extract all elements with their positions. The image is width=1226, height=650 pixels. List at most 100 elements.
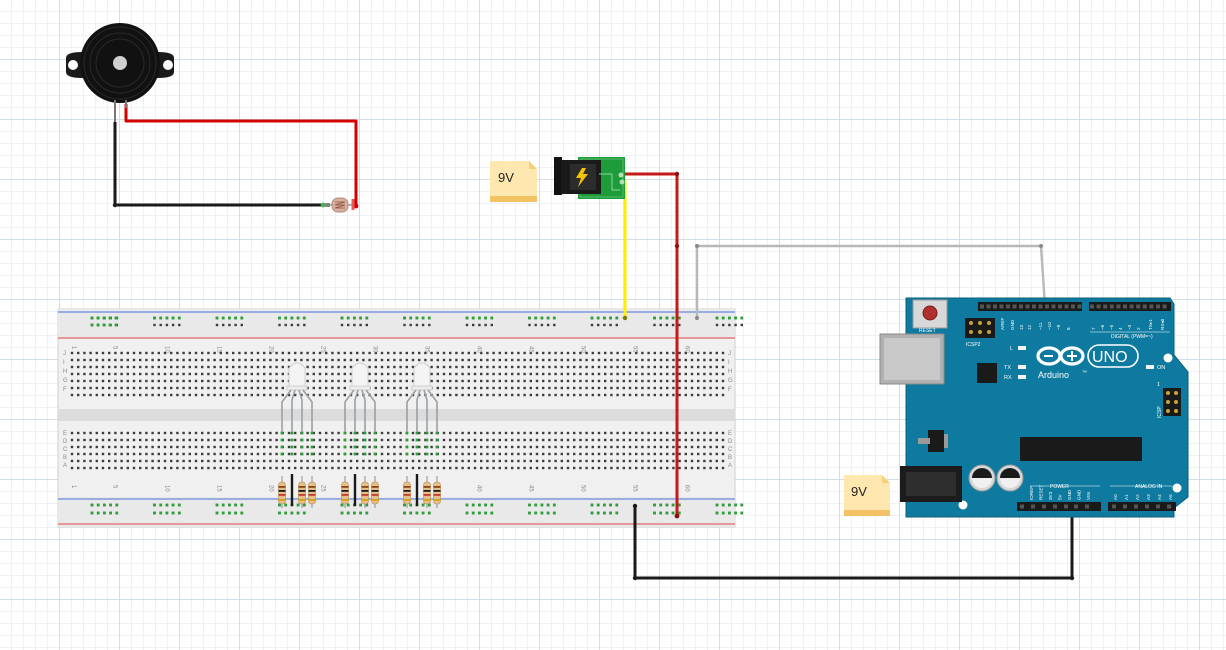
connected-hole	[159, 503, 163, 507]
resistor[interactable]	[423, 476, 431, 508]
breadboard-hole	[306, 358, 309, 362]
resistor[interactable]	[298, 476, 306, 508]
breadboard-hole	[337, 445, 340, 449]
rgb-led-2[interactable]	[344, 362, 376, 432]
connected-hole	[471, 511, 475, 515]
breadboard-hole	[535, 379, 539, 383]
breadboard-hole	[709, 431, 712, 435]
wire-junctions	[112, 171, 1075, 581]
breadboard-hole	[523, 452, 526, 456]
breadboard-hole	[666, 358, 669, 362]
connected-hole	[435, 431, 439, 435]
breadboard-hole	[250, 372, 253, 376]
connected-hole	[715, 316, 719, 320]
breadboard-hole	[690, 351, 694, 355]
breadboard-hole	[461, 431, 464, 435]
connected-hole	[353, 511, 356, 515]
breadboard-hole	[666, 386, 669, 390]
breadboard-hole	[511, 372, 514, 376]
breadboard-hole	[89, 431, 92, 435]
resistor[interactable]	[371, 476, 379, 508]
connected-hole	[415, 438, 419, 442]
connected-hole	[153, 511, 156, 515]
breadboard[interactable]: 1155101015152020252530303535404045455050…	[57, 308, 744, 528]
connected-hole	[427, 503, 431, 507]
breadboard-hole	[238, 379, 241, 383]
breadboard-hole	[95, 445, 98, 449]
breadboard-hole	[374, 358, 377, 362]
breadboard-hole	[188, 372, 191, 376]
breadboard-hole	[194, 379, 198, 383]
breadboard-hole	[325, 466, 328, 470]
resistor[interactable]	[308, 476, 316, 508]
note-9v-bottom[interactable]: 9V	[844, 475, 890, 516]
breadboard-hole	[411, 431, 415, 435]
connected-hole	[290, 452, 294, 456]
on-led-label: ON	[1157, 365, 1165, 371]
breadboard-hole	[715, 438, 718, 442]
resistor[interactable]	[278, 476, 286, 508]
breadboard-hole	[486, 379, 489, 383]
breadboard-hole	[684, 372, 687, 376]
breadboard-hole	[77, 466, 80, 470]
note-9v-top[interactable]: 9V	[490, 161, 537, 202]
breadboard-hole	[356, 431, 359, 435]
connected-hole	[590, 511, 594, 515]
header-pin	[986, 304, 991, 309]
breadboard-hole	[108, 459, 111, 463]
connected-hole	[278, 511, 281, 515]
breadboard-hole	[653, 452, 656, 456]
breadboard-hole	[95, 379, 98, 383]
breadboard-hole	[207, 386, 210, 390]
breadboard-hole	[256, 365, 260, 369]
breadboard-hole	[244, 386, 247, 390]
header-pin	[1012, 304, 1017, 309]
connected-hole	[671, 503, 675, 507]
resistor[interactable]	[361, 476, 369, 508]
rail-hole	[728, 323, 731, 327]
breadboard-hole	[95, 466, 98, 470]
photoresistor[interactable]	[320, 197, 359, 213]
breadboard-hole	[244, 379, 247, 383]
piezo-buzzer[interactable]	[66, 23, 174, 122]
breadboard-hole	[256, 459, 260, 463]
breadboard-hole	[585, 379, 588, 383]
breadboard-hole	[263, 358, 266, 362]
breadboard-hole	[213, 431, 216, 435]
breadboard-hole	[151, 466, 154, 470]
dc-power-jack[interactable]	[554, 157, 625, 199]
breadboard-hole	[678, 393, 681, 397]
breadboard-hole	[641, 365, 644, 369]
breadboard-hole	[380, 466, 384, 470]
resistor[interactable]	[433, 476, 441, 508]
led-ground-jumpers[interactable]	[290, 474, 419, 506]
breadboard-hole	[170, 379, 173, 383]
connected-hole	[90, 503, 94, 507]
connected-hole	[280, 445, 284, 449]
rgb-led-1[interactable]	[281, 362, 313, 432]
breadboard-hole	[250, 358, 253, 362]
breadboard-hole	[554, 379, 557, 383]
breadboard-hole	[145, 466, 148, 470]
resistor[interactable]	[403, 476, 411, 508]
connected-hole	[165, 316, 169, 320]
icsp2-pins	[969, 321, 991, 334]
breadboard-hole	[157, 372, 160, 376]
breadboard-hole	[219, 459, 222, 463]
icsp-pin	[1166, 409, 1170, 413]
connected-hole	[427, 511, 431, 515]
breadboard-hole	[108, 358, 111, 362]
breadboard-hole	[120, 365, 123, 369]
breadboard-hole	[473, 459, 477, 463]
breadboard-hole	[114, 393, 117, 397]
breadboard-hole	[349, 438, 353, 442]
breadboard-hole	[560, 452, 563, 456]
breadboard-hole	[312, 445, 315, 449]
resistor[interactable]	[341, 476, 349, 508]
breadboard-hole	[238, 365, 241, 369]
rgb-led-3[interactable]	[406, 362, 438, 432]
breadboard-hole	[263, 372, 266, 376]
breadboard-hole	[542, 386, 545, 390]
header-pin	[1025, 304, 1030, 309]
